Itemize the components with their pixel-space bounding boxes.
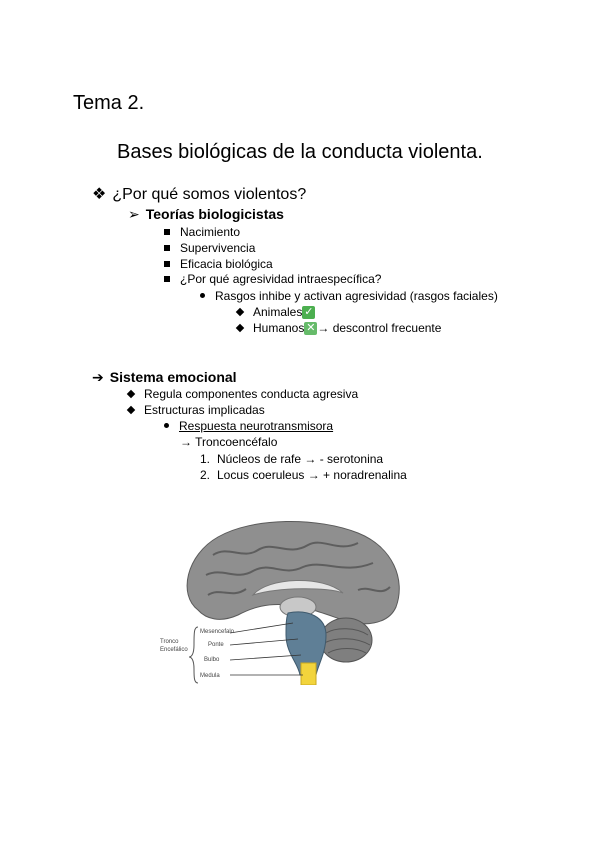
nested-sub-item: Animales✓ xyxy=(235,305,316,320)
nested-list-item: Rasgos inhibe y activan agresividad (ras… xyxy=(200,289,498,303)
numbered-item: 1.Núcleos de rafe → - serotonina xyxy=(200,452,384,466)
square-bullet-icon xyxy=(164,228,170,235)
arrow-bullet-icon: ➔ xyxy=(92,369,104,385)
list-item: Eficacia biológica xyxy=(164,257,273,271)
nested-sub-item: Humanos✕→ descontrol frecuente xyxy=(235,321,441,336)
dot-bullet-icon xyxy=(200,293,205,299)
figure-label-encefalico: Encefálico xyxy=(160,647,188,653)
list-item: ¿Por qué agresividad intraespecífica? xyxy=(164,272,381,286)
diamond-bullet-icon xyxy=(126,389,136,399)
page-subtitle: Bases biológicas de la conducta violenta… xyxy=(117,141,483,163)
figure-label-ponte: Ponte xyxy=(208,642,224,648)
section1-heading-text: ¿Por qué somos violentos? xyxy=(112,186,307,203)
trunk-line: → Troncoencéfalo xyxy=(180,435,278,449)
diamond-bullet-icon xyxy=(235,307,245,317)
figure-label-medula: Medula xyxy=(200,673,220,679)
square-bullet-icon xyxy=(164,275,170,282)
list-item: Supervivencia xyxy=(164,241,255,255)
list-item: Regula componentes conducta agresiva xyxy=(126,387,358,401)
figure-label-bulbo: Bulbo xyxy=(204,657,220,663)
dot-bullet-icon xyxy=(164,423,169,429)
square-bullet-icon xyxy=(164,244,170,251)
emotional-system-heading: Sistema emocional xyxy=(109,369,237,385)
check-icon: ✓ xyxy=(302,306,316,320)
brain-sagittal-figure: Tronco Encefálico Mesencefalo Ponte Bulb… xyxy=(158,515,410,685)
list-item: Estructuras implicadas xyxy=(126,403,265,417)
diamond-bullet-icon: ❖ xyxy=(92,186,107,203)
figure-label-tronco: Tronco xyxy=(160,639,179,645)
page-title: Tema 2. xyxy=(73,92,145,114)
diamond-bullet-icon xyxy=(126,405,136,415)
diamond-bullet-icon xyxy=(235,323,245,333)
section2-heading: ➔ Sistema emocional xyxy=(92,369,237,386)
section1-sub-heading: ➢ Teorías biologicistas xyxy=(128,206,284,223)
square-bullet-icon xyxy=(164,260,170,267)
list-item: Nacimiento xyxy=(164,225,240,239)
arrowhead-bullet-icon: ➢ xyxy=(128,206,140,222)
theories-heading: Teorías biologicistas xyxy=(145,206,284,222)
nested-list-item: Respuesta neurotransmisora xyxy=(164,419,333,433)
section1-heading: ❖ ¿Por qué somos violentos? xyxy=(92,184,306,204)
numbered-item: 2.Locus coeruleus → + noradrenalina xyxy=(200,468,407,482)
figure-label-mesencefalo: Mesencefalo xyxy=(200,629,235,635)
cross-icon: ✕ xyxy=(304,322,318,336)
